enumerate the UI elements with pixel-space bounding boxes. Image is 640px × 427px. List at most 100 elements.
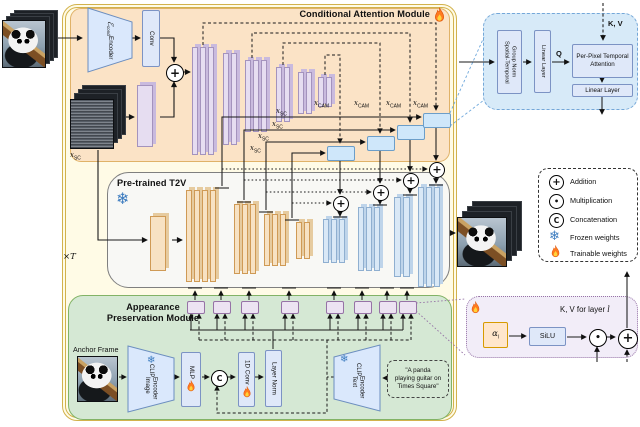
add-op: + — [373, 185, 389, 201]
unet-block — [418, 187, 424, 287]
unet-block — [426, 187, 432, 287]
add-op: + — [333, 196, 349, 212]
x-sc-label: xSC — [276, 107, 287, 118]
add-op: + — [166, 64, 184, 82]
x-sc-label: xSC — [250, 144, 261, 155]
apm-title: Appearance Preservation Module — [106, 302, 200, 323]
x-cam-label: xCAM — [413, 99, 429, 110]
unet-block — [326, 77, 332, 107]
cond-encoder-label: ℰcond Encoder — [105, 20, 115, 60]
apm-injection-box — [354, 301, 372, 314]
x-cam-dashed-lines — [202, 22, 439, 144]
linear-layer-box: Linear Layer — [534, 30, 551, 93]
alpha-parameter-box: αl — [483, 322, 508, 348]
anchor-frame-image — [77, 356, 118, 402]
layer-norm-box: Layer Norm — [265, 350, 282, 407]
linear-layer-box-2: Linear Layer — [572, 84, 633, 97]
concatenate-op: C — [211, 370, 228, 387]
frozen-snowflake-icon: ❄ — [147, 355, 156, 366]
add-op: + — [618, 329, 638, 349]
unet-block — [253, 60, 259, 132]
noise-frame — [70, 99, 114, 149]
unet-block — [434, 187, 440, 287]
unet-block — [403, 197, 410, 277]
trainable-flame-icon — [470, 301, 481, 315]
kv-label: K, V — [608, 19, 623, 28]
trainable-flame-icon — [186, 380, 196, 393]
add-op: + — [429, 162, 445, 178]
frozen-snowflake-icon: ❄ — [340, 354, 349, 365]
unet-block — [186, 190, 192, 282]
q-label: Q — [556, 49, 562, 58]
unet-block — [245, 60, 251, 132]
clip-text-encoder-trapezoid — [333, 344, 381, 412]
unet-block — [374, 207, 380, 271]
cam-attn-block-2 — [367, 136, 395, 151]
unet-block — [296, 222, 302, 259]
unet-block — [323, 219, 329, 263]
unet-block — [318, 77, 324, 107]
anchor-frame-label: Anchor Frame — [73, 345, 119, 354]
legend-label: Trainable weights — [570, 249, 627, 258]
apm-injection-box — [241, 301, 259, 314]
cam-attn-block-4 — [423, 113, 451, 128]
attention-panel-connectors — [459, 59, 605, 115]
unet-block — [394, 197, 401, 277]
t2v-title: Pre-trained T2V — [117, 178, 187, 188]
cam-connectors — [58, 34, 191, 244]
cond-encoder-trapezoid — [87, 7, 133, 73]
output-video-stack — [457, 201, 525, 269]
legend-label: Multiplication — [570, 196, 613, 205]
cam-injection-lines — [333, 126, 443, 218]
frozen-snowflake-icon: ❄ — [116, 189, 130, 208]
apm-injection-box — [399, 301, 417, 314]
silu-box: SiLU — [529, 327, 566, 346]
kv-panel-connectors — [509, 271, 630, 362]
panda-output-frame — [457, 217, 507, 267]
unet-block — [304, 222, 310, 259]
conv1d-box: 1D Conv — [238, 352, 255, 407]
unet-block — [366, 207, 372, 271]
skip-connection-taps — [215, 114, 422, 221]
unet-block — [200, 47, 206, 155]
apm-solid-connectors — [119, 287, 414, 380]
x-sc-label: xSC — [258, 132, 269, 143]
x-sc-noise-label: xSC — [70, 151, 81, 162]
trainable-flame-icon — [433, 7, 446, 24]
unet-block — [242, 204, 248, 274]
apm-injection-box — [281, 301, 299, 314]
cam-attn-block-1 — [327, 146, 355, 161]
cam-title: Conditional Attention Module — [299, 9, 430, 19]
apm-injection-box — [213, 301, 231, 314]
unet-block — [280, 214, 286, 266]
x-cam-label: xCAM — [354, 99, 370, 110]
unet-block — [331, 219, 337, 263]
unet-block — [137, 85, 153, 147]
unet-block — [192, 47, 198, 155]
apm-injection-box — [379, 301, 397, 314]
unet-block — [231, 53, 237, 145]
legend-label: Frozen weights — [570, 233, 620, 242]
clip-text-encoder-label: CLIP Text Encoder — [351, 363, 365, 399]
attention-zoom-callout — [449, 36, 485, 127]
kv-zoom-callout — [415, 298, 466, 356]
t2v-skip-dotted — [222, 166, 428, 206]
dot-circle-icon: • — [549, 194, 564, 209]
kv-for-layer-label: K, V for layer l — [560, 305, 610, 314]
legend-label: Concatenation — [570, 215, 618, 224]
unet-block — [202, 190, 208, 282]
apm-dashed-connectors — [196, 313, 414, 414]
add-op: + — [403, 173, 419, 189]
unet-block — [208, 47, 214, 155]
unet-block — [284, 67, 290, 122]
unet-block — [250, 204, 256, 274]
repeat-t-label: ×T — [63, 252, 76, 262]
plus-circle-icon: + — [549, 175, 564, 190]
multiply-op: • — [589, 329, 607, 347]
unet-block — [358, 207, 364, 271]
cam-attn-block-3 — [397, 125, 425, 140]
unet-block — [272, 214, 278, 266]
unet-block — [194, 190, 200, 282]
unet-block — [298, 72, 304, 114]
